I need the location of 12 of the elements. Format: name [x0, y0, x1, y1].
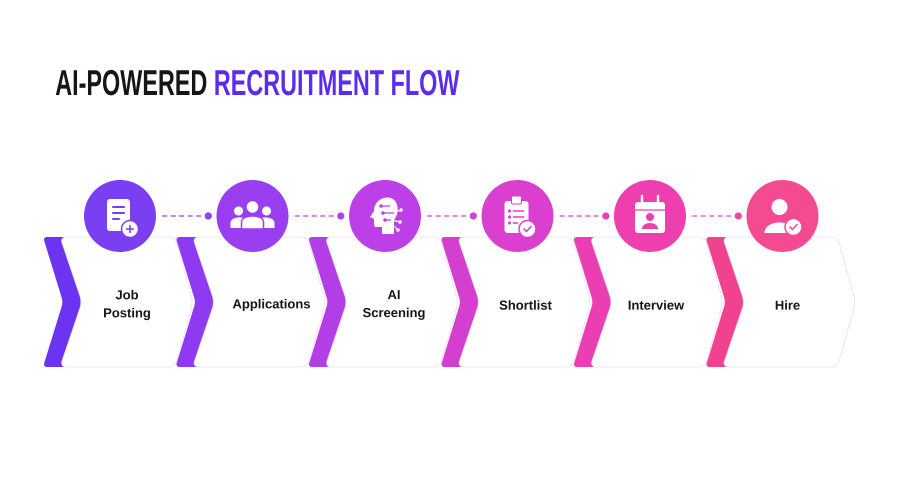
- connector: [294, 212, 344, 220]
- chevron-box: AI Screening: [309, 236, 458, 368]
- chevron-box: Shortlist: [442, 236, 590, 368]
- title: AI-POWERED RECRUITMENT FLOW: [56, 70, 460, 96]
- chevron-box: Applications: [176, 236, 325, 368]
- connector: [162, 212, 212, 220]
- chevron-box: Job Posting: [44, 236, 192, 368]
- connector: [427, 212, 477, 220]
- connector: [560, 212, 610, 220]
- chevron-box: Hire: [706, 236, 855, 368]
- chevron-box: Interview: [574, 236, 722, 368]
- connector: [692, 212, 742, 220]
